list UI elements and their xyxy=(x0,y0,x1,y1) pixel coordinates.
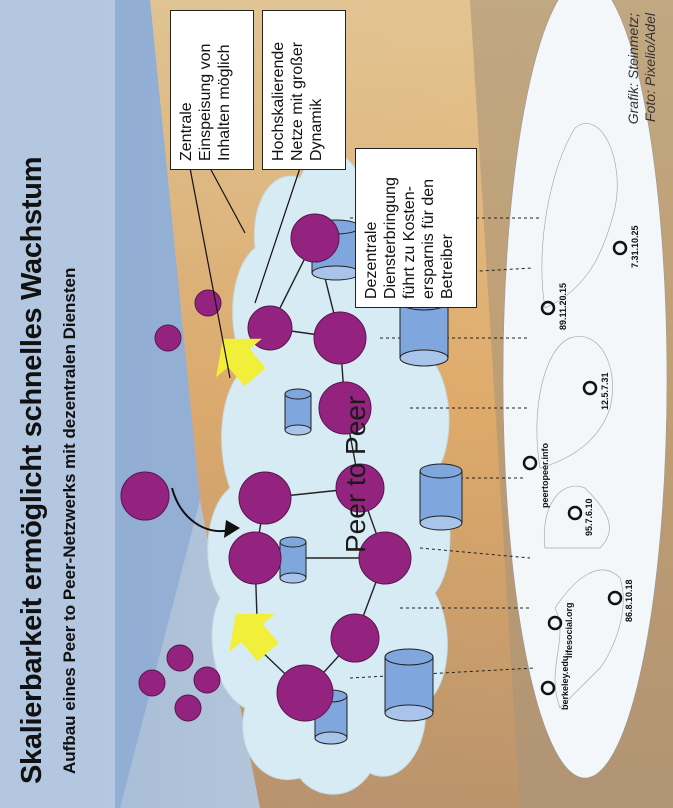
map-label-berkeley: berkeley.edu xyxy=(560,656,570,710)
server-icon xyxy=(280,537,306,583)
diagram-subtitle: Aufbau eines Peer to Peer-Netzwerks mit … xyxy=(60,268,80,774)
map-label-lifesocial: lifesocial.org xyxy=(564,602,574,658)
callout-central-feed: Zentrale Einspeisung von Inhalten möglic… xyxy=(170,10,254,170)
map-label-peertopeer: peertopeer.info xyxy=(540,442,550,508)
map-label-89: 89.11.20.15 xyxy=(558,283,568,330)
callout-scaling-networks: Hochskalierende Netze mit großer Dynamik xyxy=(262,10,346,170)
map-label-86: 86.8.10.18 xyxy=(624,579,634,622)
server-icon xyxy=(420,464,462,530)
server-icon xyxy=(385,649,433,721)
callout-decentral-services: Dezentrale Diensterbringung führt zu Kos… xyxy=(355,148,477,308)
image-credit: Grafik: Steinmetz; Foto: Pixelio/Adel xyxy=(625,13,659,168)
cloud-label: Peer to Peer xyxy=(340,396,372,553)
map-label-95: 95.7.6.10 xyxy=(584,498,594,536)
map-label-12: 12.5.7.31 xyxy=(600,372,610,410)
server-icon xyxy=(285,389,311,435)
diagram-title: Skalierbarkeit ermöglicht schnelles Wach… xyxy=(16,157,49,784)
map-label-7: 7.31.10.25 xyxy=(630,225,640,268)
